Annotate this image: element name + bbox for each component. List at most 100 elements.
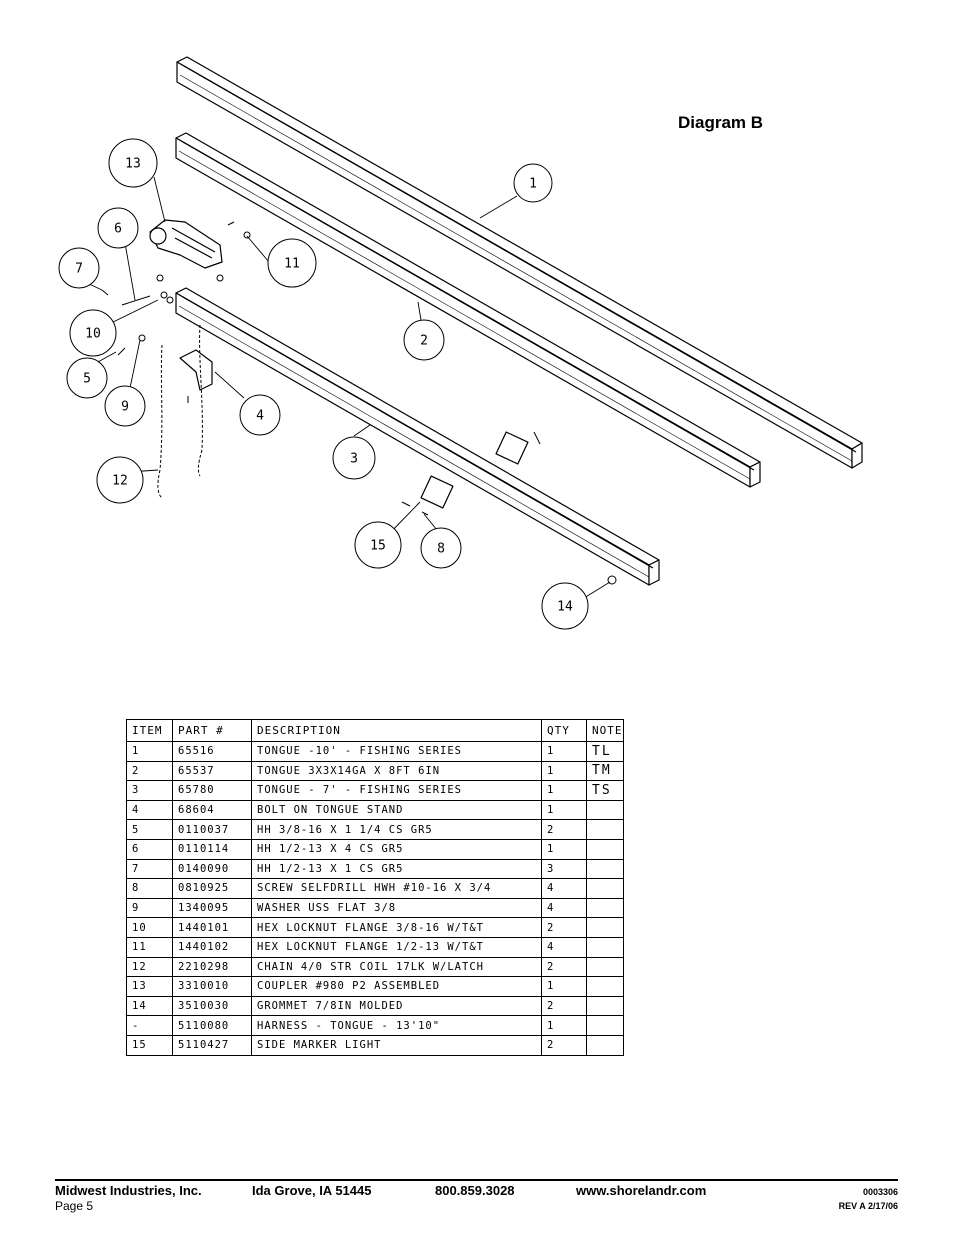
cell-qty: 1 (541, 838, 587, 860)
cell-part-number: 65780 (172, 780, 252, 801)
cell-note (586, 956, 624, 978)
footer-phone: 800.859.3028 (435, 1183, 515, 1198)
footer-page-number: Page 5 (55, 1199, 94, 1213)
tongue-beam-2 (175, 132, 761, 488)
svg-text:3: 3 (350, 452, 358, 467)
cell-description: GROMMET 7/8IN MOLDED (251, 995, 542, 1017)
svg-text:5: 5 (83, 372, 91, 387)
svg-text:1: 1 (529, 177, 537, 192)
cell-item: 9 (126, 897, 173, 919)
cell-note (586, 858, 624, 880)
cell-qty: 2 (541, 1034, 587, 1056)
cell-item: 14 (126, 995, 173, 1017)
column-header-qty: QTY (541, 719, 587, 742)
cell-note: TS (586, 780, 624, 801)
cell-item: 10 (126, 917, 173, 938)
cell-description: SCREW SELFDRILL HWH #10-16 X 3/4 (251, 878, 542, 899)
footer-website: www.shorelandr.com (576, 1183, 707, 1198)
side-marker-light (495, 431, 529, 465)
footer-revision: REV A 2/17/06 (838, 1201, 898, 1211)
cell-part-number: 3510030 (172, 995, 252, 1017)
cell-note: TM (586, 760, 624, 782)
safety-chains (157, 324, 203, 499)
callout-14: 14 (541, 582, 589, 630)
cell-item: 11 (126, 936, 173, 958)
cell-item: 4 (126, 799, 173, 821)
svg-text:9: 9 (121, 400, 129, 415)
table-header-row: ITEM PART # DESCRIPTION QTY NOTE (126, 719, 624, 742)
footer-doc-number: 0003306 (862, 1187, 898, 1197)
cell-part-number: 3310010 (172, 976, 252, 997)
cell-description: TONGUE 3X3X14GA X 8FT 6IN (251, 760, 542, 782)
callout-12: 12 (96, 456, 144, 504)
side-marker-light (420, 475, 454, 509)
cell-note (586, 976, 624, 997)
diagram-title: Diagram B (678, 113, 764, 132)
hardware (101, 221, 617, 585)
cell-note (586, 838, 624, 860)
cell-description: COUPLER #980 P2 ASSEMBLED (251, 976, 542, 997)
cell-qty: 2 (541, 995, 587, 1017)
tongue-beam-3 (175, 287, 660, 586)
svg-text:4: 4 (256, 409, 264, 424)
cell-note (586, 897, 624, 919)
cell-qty: 1 (541, 760, 587, 782)
column-header-part: PART # (172, 719, 252, 742)
footer-city: Ida Grove, IA 51445 (252, 1183, 372, 1198)
cell-qty: 2 (541, 819, 587, 840)
cell-description: HARNESS - TONGUE - 13'10" (251, 1015, 542, 1036)
svg-text:15: 15 (370, 539, 386, 554)
cell-qty: 1 (541, 976, 587, 997)
cell-part-number: 1440101 (172, 917, 252, 938)
callout-1: 1 (513, 163, 553, 203)
cell-part-number: 0110114 (172, 838, 252, 860)
cell-part-number: 65516 (172, 741, 252, 762)
cell-item: 12 (126, 956, 173, 978)
cell-description: HH 3/8-16 X 1 1/4 CS GR5 (251, 819, 542, 840)
cell-item: 13 (126, 976, 173, 997)
cell-qty: 1 (541, 799, 587, 821)
cell-qty: 2 (541, 917, 587, 938)
svg-text:14: 14 (557, 600, 573, 615)
exploded-parts-diagram: 1 2 3 4 5 6 7 8 9 10 11 12 13 14 15 (58, 56, 863, 630)
cell-description: HH 1/2-13 X 4 CS GR5 (251, 838, 542, 860)
svg-text:6: 6 (114, 222, 122, 237)
cell-part-number: 65537 (172, 760, 252, 782)
cell-note (586, 1034, 624, 1056)
cell-item: - (126, 1015, 173, 1036)
svg-text:12: 12 (112, 474, 128, 489)
callout-10: 10 (69, 309, 117, 357)
svg-text:11: 11 (284, 257, 300, 272)
cell-qty: 1 (541, 1015, 587, 1036)
cell-description: TONGUE - 7' - FISHING SERIES (251, 780, 542, 801)
leader-lines (86, 176, 611, 599)
cell-description: HEX LOCKNUT FLANGE 3/8-16 W/T&T (251, 917, 542, 938)
callout-9: 9 (104, 385, 146, 427)
callout-7: 7 (58, 247, 100, 289)
cell-note (586, 995, 624, 1017)
cell-item: 8 (126, 878, 173, 899)
cell-part-number: 5110080 (172, 1015, 252, 1036)
callout-13: 13 (108, 138, 158, 188)
cell-part-number: 5110427 (172, 1034, 252, 1056)
cell-item: 5 (126, 819, 173, 840)
callout-8: 8 (420, 527, 462, 569)
tongue-stand (179, 349, 213, 391)
cell-note: TL (586, 741, 624, 762)
footer-rule (55, 1179, 898, 1181)
cell-item: 3 (126, 780, 173, 801)
cell-note (586, 878, 624, 899)
cell-qty: 4 (541, 936, 587, 958)
cell-description: TONGUE -10' - FISHING SERIES (251, 741, 542, 762)
